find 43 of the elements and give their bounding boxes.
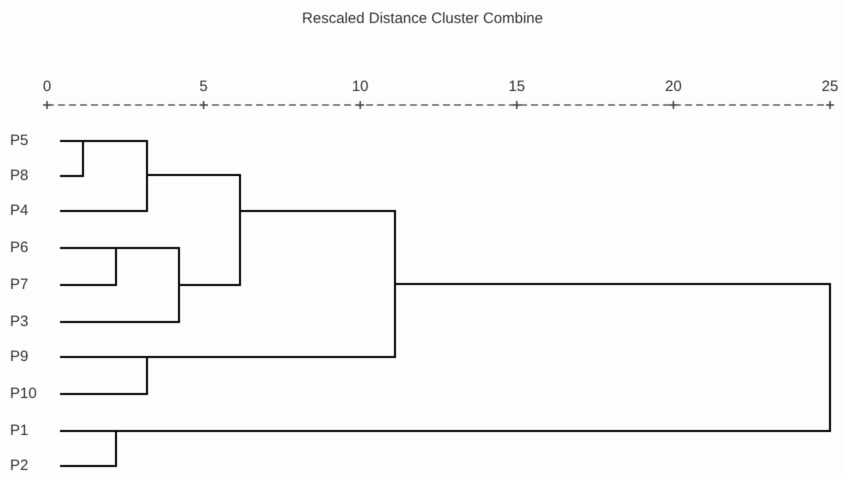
dendrogram-branch [394, 283, 830, 285]
dendrogram-branch [147, 356, 395, 358]
dendrogram-branch [116, 247, 179, 249]
dendrogram-branch [178, 284, 240, 286]
dendrogram-branch [147, 174, 240, 176]
leaf-label: P1 [10, 422, 60, 440]
dendrogram-branch [60, 210, 148, 212]
tick-label: 5 [198, 78, 209, 96]
leaf-label: P4 [10, 202, 60, 220]
dendrogram-branch [60, 284, 116, 286]
dendrogram-branch [60, 465, 116, 467]
leaf-label: P6 [10, 239, 60, 257]
tick-label: 25 [820, 78, 840, 96]
merge-bar [114, 430, 117, 467]
dendrogram-branch [83, 140, 148, 142]
dendrogram-branch [116, 430, 830, 432]
merge-bar [146, 140, 148, 212]
dendrogram-branch [60, 321, 179, 323]
dendrogram-branch [240, 210, 395, 212]
merge-bar [178, 247, 180, 323]
leaf-label: P3 [10, 313, 60, 331]
merge-bar [394, 210, 396, 358]
leaf-label: P5 [10, 132, 60, 150]
tick-label: 20 [664, 78, 683, 96]
dendrogram-branch [60, 175, 84, 177]
merge-bar [114, 247, 117, 286]
merge-bar [146, 356, 148, 395]
dendrogram-branch [60, 140, 84, 142]
leaf-label: P10 [10, 385, 60, 403]
dendrogram-branch [60, 247, 116, 249]
leaf-label: P7 [10, 276, 60, 294]
leaf-label: P9 [10, 348, 60, 366]
dendrogram-branch [60, 393, 148, 395]
merge-bar [82, 140, 84, 177]
leaf-label: P8 [10, 167, 60, 185]
merge-bar [238, 174, 241, 286]
tick-label: 0 [42, 78, 52, 96]
leaf-label: P2 [10, 457, 60, 475]
dendrogram-branch [60, 430, 116, 432]
tick-label: 10 [350, 78, 370, 96]
axis-title: Rescaled Distance Cluster Combine [301, 10, 544, 28]
tick-label: 15 [507, 78, 526, 96]
dendrogram-branch [60, 356, 148, 358]
